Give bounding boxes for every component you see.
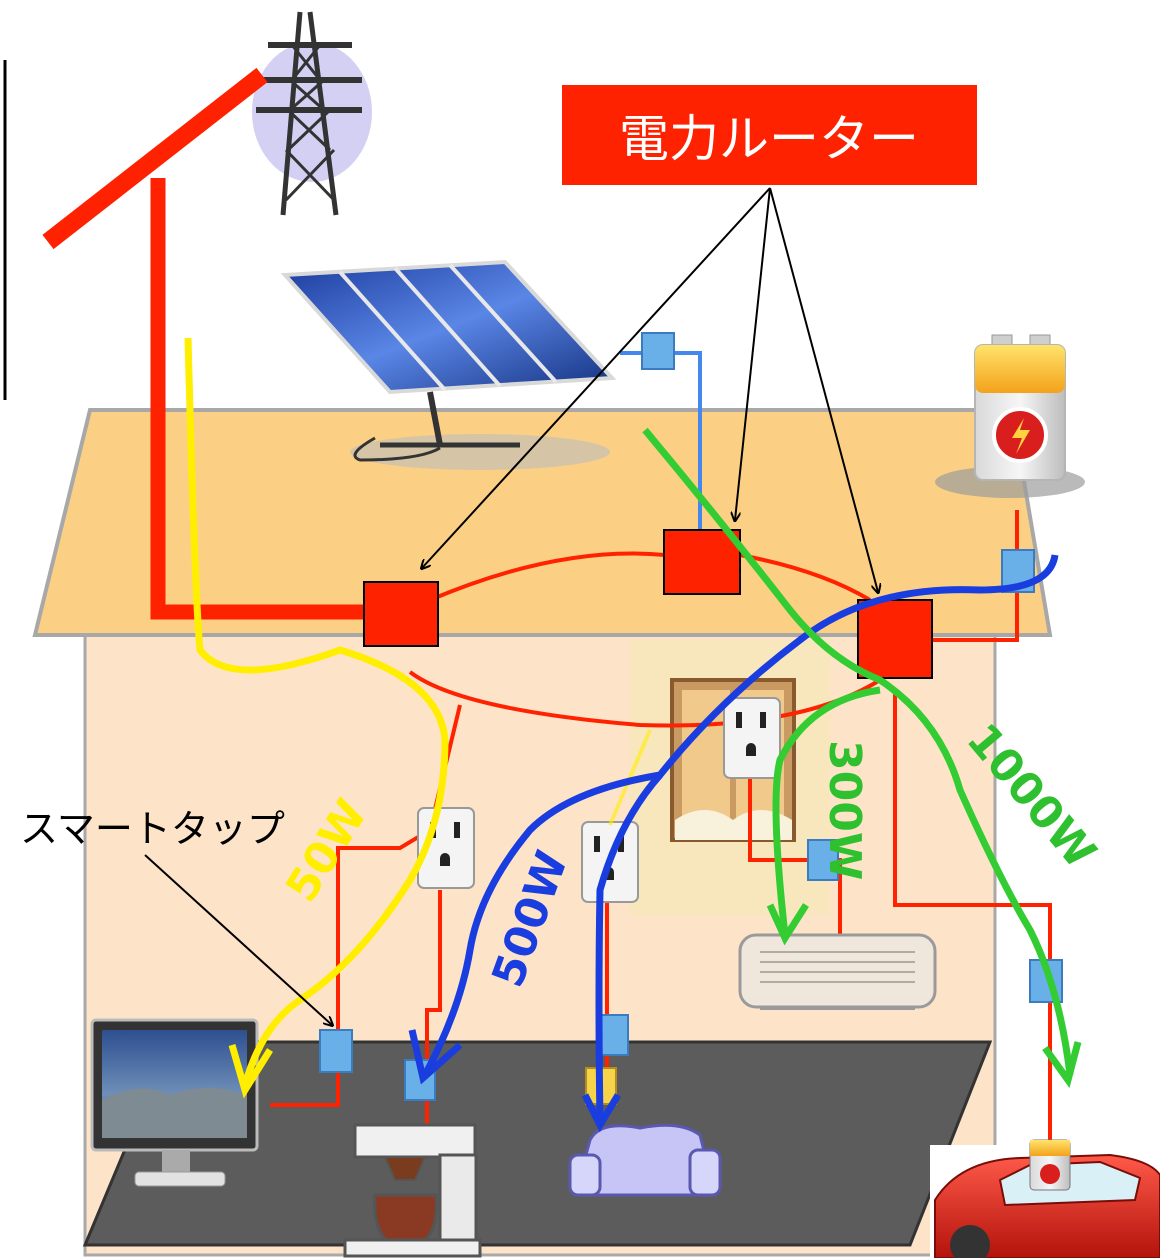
flow-path-blue-b <box>595 772 663 1121</box>
electric-car-icon <box>930 1139 1160 1258</box>
power-router-left <box>363 581 439 647</box>
power-router-center <box>663 529 741 595</box>
flow-path-yellow <box>184 337 449 1086</box>
router-arrow-left <box>422 187 771 568</box>
grid-line-slope <box>42 67 268 250</box>
grid-line-main <box>150 178 402 620</box>
power-router-label: 電力ルーター <box>619 110 919 168</box>
coffee-maker-icon <box>343 1123 482 1258</box>
power-router-right <box>857 599 933 679</box>
transmission-tower-icon <box>252 11 372 216</box>
solar-panel-icon <box>280 259 617 470</box>
ring-line-bottom <box>408 670 882 728</box>
flow-arrowhead-green-main <box>1042 1041 1082 1089</box>
power-router-label-box <box>562 85 977 185</box>
flow-path-blue-a <box>421 554 1059 1077</box>
solar-tap <box>641 332 675 370</box>
air-conditioner-icon <box>738 933 937 1010</box>
tv-icon <box>90 1018 259 1187</box>
smart-tap-label: スマートタップ <box>20 807 285 851</box>
house-roof <box>32 408 1053 637</box>
flow-arrowhead-blue-a <box>408 1029 463 1085</box>
flow-arrowhead-blue-b <box>581 1093 622 1133</box>
battery-icon <box>935 334 1085 498</box>
flow-path-green-main <box>642 427 1074 1076</box>
ring-line-top-right <box>739 553 872 602</box>
outlet-icon <box>723 697 781 779</box>
flow-path-green-ac <box>772 686 881 936</box>
router-arrow-right <box>769 187 878 592</box>
flow-arrowhead-green-ac <box>766 903 809 946</box>
flow-arrowhead-yellow <box>228 1044 273 1099</box>
router-arrow-center <box>735 187 771 520</box>
floor <box>82 1040 993 1247</box>
ring-line-top-left <box>429 551 666 602</box>
flow-label-300w: 300W <box>819 740 870 880</box>
sofa-icon <box>568 1123 722 1197</box>
smart-tap-arrow <box>144 854 332 1025</box>
